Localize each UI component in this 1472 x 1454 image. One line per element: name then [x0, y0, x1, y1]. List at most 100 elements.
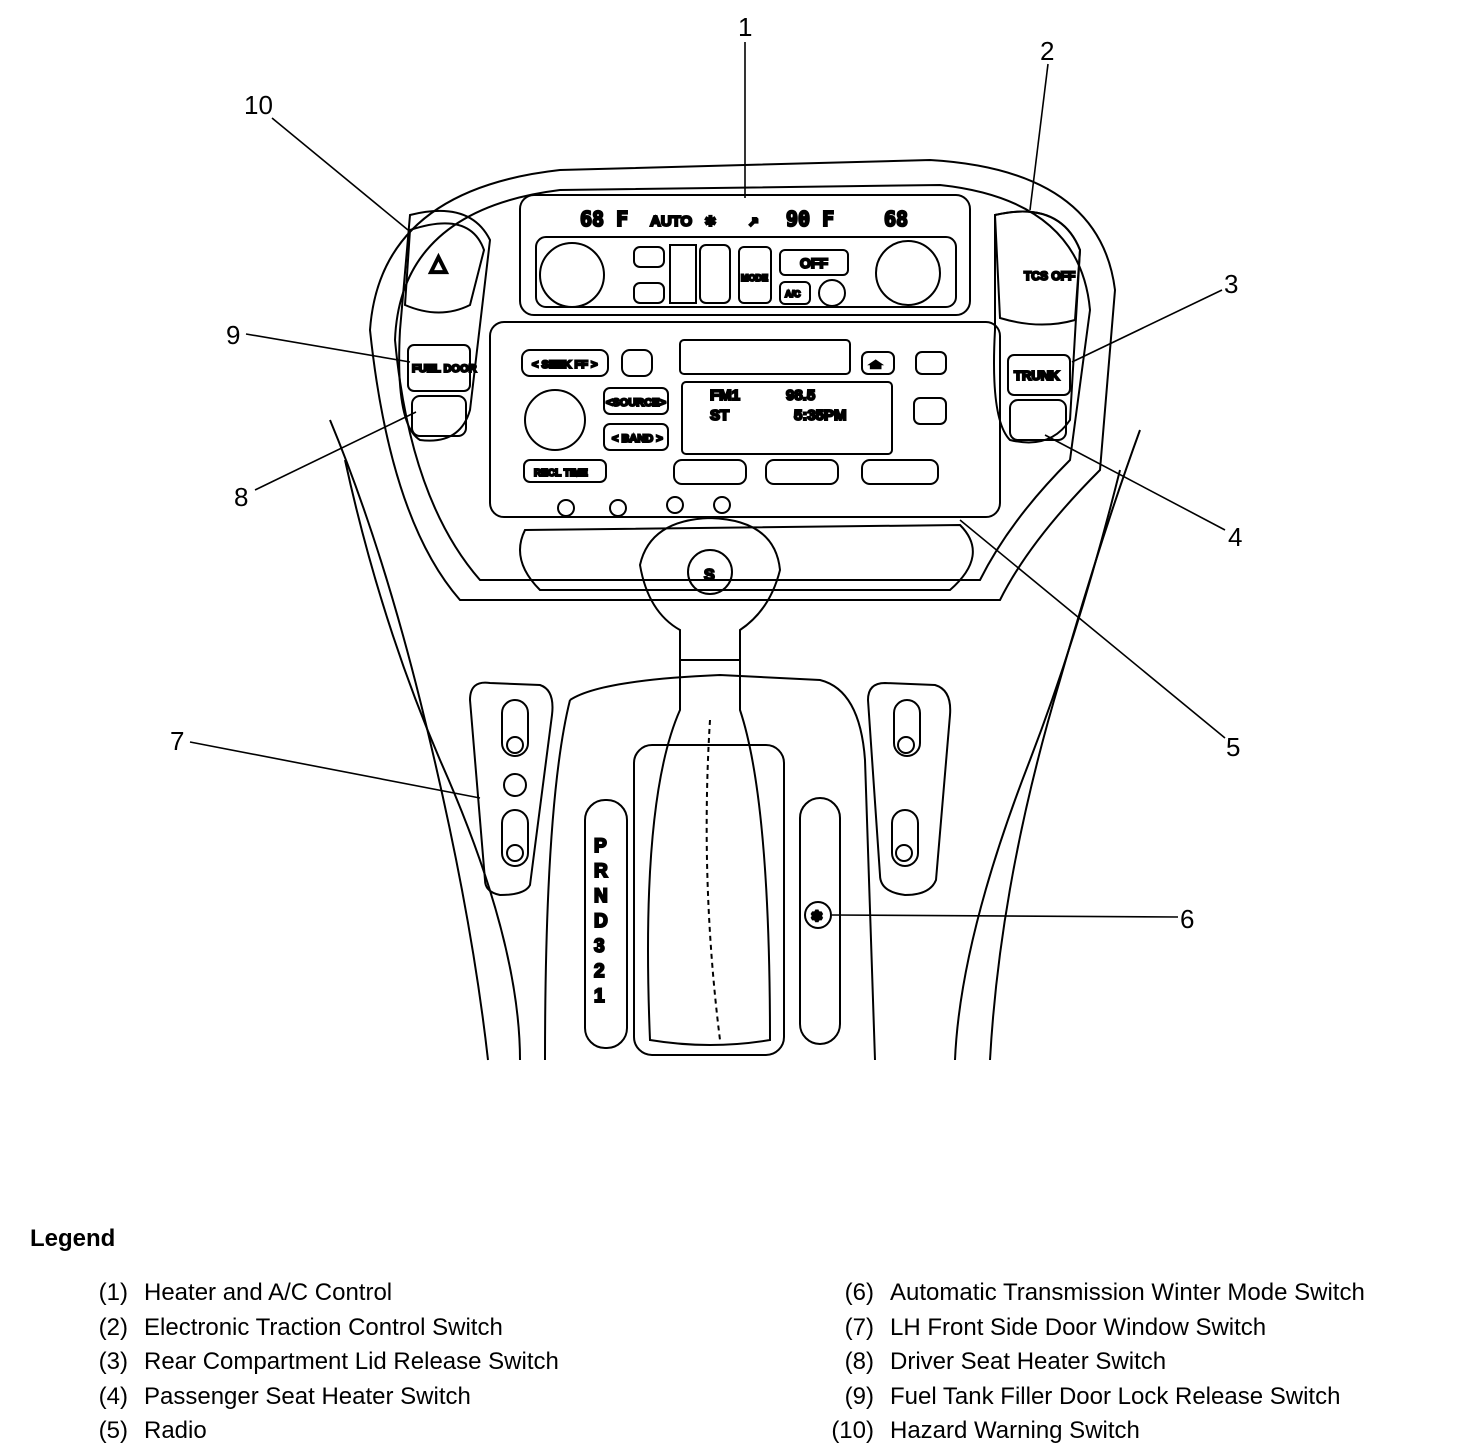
- rh-window-switch-rear-screw: [895, 844, 913, 862]
- trunk-switch[interactable]: [1007, 354, 1071, 396]
- radio-knob-4[interactable]: [713, 496, 731, 514]
- band-label: < BAND >: [612, 433, 663, 445]
- shifter-boot: [647, 660, 772, 1046]
- legend-text: Electronic Traction Control Switch: [144, 1313, 503, 1341]
- display-frequency: 98.5: [786, 387, 815, 404]
- mode-button[interactable]: [738, 246, 772, 304]
- seek-label: < SEEK FF >: [532, 359, 597, 371]
- legend-number: (8): [844, 1348, 874, 1375]
- fan-speed-button[interactable]: [699, 244, 731, 304]
- lh-window-switch-rear[interactable]: [501, 809, 529, 867]
- eject-button[interactable]: [861, 351, 895, 375]
- preset-3-4-button[interactable]: [765, 459, 839, 485]
- legend-item: (2)Electronic Traction Control Switch: [92, 1311, 559, 1346]
- passenger-seat-heater-switch[interactable]: [1009, 399, 1067, 441]
- callout-4: 4: [1228, 522, 1242, 552]
- eject-icon: ⏏: [870, 357, 882, 371]
- defrost-rear-button[interactable]: [633, 282, 665, 304]
- legend-title: Legend: [30, 1225, 116, 1252]
- lh-window-switch-front[interactable]: [501, 699, 529, 757]
- console-diagram: 68 F AUTO ✱ ↗ 90 F 68 MODE OFF A/C < SEE…: [170, 12, 1242, 1061]
- volume-knob[interactable]: [524, 389, 586, 451]
- callout-6: 6: [1180, 904, 1194, 934]
- left-temp-knob[interactable]: [539, 242, 605, 308]
- preset-1-2-button[interactable]: [673, 459, 747, 485]
- gear-d: D: [594, 911, 608, 932]
- console-lower-right: [989, 429, 1141, 1061]
- off-button[interactable]: [779, 249, 849, 276]
- legend-item: (6)Automatic Transmission Winter Mode Sw…: [818, 1276, 1365, 1311]
- legend-text: Heater and A/C Control: [144, 1279, 393, 1306]
- window-lockout-button[interactable]: [503, 773, 527, 797]
- radio-knob-2[interactable]: [609, 499, 627, 517]
- winter-mode-switch[interactable]: [804, 901, 832, 929]
- shifter-gate-well: [633, 744, 785, 1056]
- tcs-switch[interactable]: [993, 210, 1082, 326]
- tcs-label: TCS OFF: [1024, 269, 1075, 283]
- recirc-button[interactable]: [818, 279, 846, 307]
- console-side-right: [954, 469, 1121, 1061]
- outside-temp-readout: 68: [884, 207, 908, 231]
- rh-window-switch-rear[interactable]: [891, 809, 919, 867]
- storage-tray: [519, 523, 974, 591]
- prndl-letters: P R N D 3 2 1: [593, 835, 609, 1008]
- gear-1: 1: [594, 986, 605, 1007]
- console-inner-outline: [393, 183, 1092, 581]
- shifter-button-label: S: [704, 567, 715, 584]
- band-button[interactable]: [603, 423, 669, 451]
- console-side-left: [344, 459, 521, 1061]
- preset-5-6-button[interactable]: [861, 459, 939, 485]
- legend-item: (5)Radio: [92, 1414, 559, 1449]
- radio-knob-1[interactable]: [557, 499, 575, 517]
- callout-2: 2: [1040, 36, 1054, 66]
- legend-left-column: (1) Heater and A/C Control (2)Electronic …: [92, 1276, 559, 1449]
- defrost-front-button[interactable]: [633, 246, 665, 268]
- display-time: 5:35PM: [794, 407, 847, 424]
- rh-window-switch-front[interactable]: [893, 699, 921, 757]
- snowflake-icon: ❄: [811, 908, 823, 924]
- callout-1: 1: [738, 12, 752, 42]
- scan-button[interactable]: [621, 349, 653, 377]
- driver-seat-heater-switch[interactable]: [411, 395, 467, 437]
- recall-time-label: RECL TIME: [534, 468, 588, 479]
- trunk-label: TRUNK: [1014, 368, 1060, 383]
- legend-item: (4)Passenger Seat Heater Switch: [92, 1380, 559, 1415]
- shifter-boot-stitch: [705, 719, 721, 1041]
- fuel-door-switch[interactable]: [407, 344, 471, 392]
- hazard-switch[interactable]: [403, 222, 486, 314]
- airflow-icon: ↗: [748, 210, 759, 231]
- mode-label: MODE: [741, 273, 768, 283]
- legend-number: (1): [98, 1279, 128, 1306]
- console-lower-left: [329, 419, 489, 1061]
- rew-button[interactable]: [915, 351, 947, 375]
- recall-time-button[interactable]: [523, 459, 607, 483]
- seek-button[interactable]: [521, 349, 609, 377]
- callout-9: 9: [226, 320, 240, 350]
- legend-text: Rear Compartment Lid Release Switch: [144, 1348, 559, 1375]
- legend-item: (3) Rear Compartment Lid Release Switch: [92, 1345, 559, 1380]
- left-temp-readout: 68 F: [580, 207, 628, 231]
- fuel-door-label: FUEL DOOR: [412, 363, 477, 375]
- legend-item: (7)LH Front Side Door Window Switch: [818, 1311, 1365, 1346]
- right-temp-knob[interactable]: [875, 240, 941, 306]
- legend-number: (5): [98, 1417, 128, 1444]
- legend-text: Driver Seat Heater Switch: [890, 1348, 1167, 1375]
- callout-numbers: 1 2 3 4 5 6 7 8 9 10: [170, 12, 1242, 934]
- shifter-knob[interactable]: [638, 516, 782, 661]
- legend-number: (3): [98, 1348, 128, 1375]
- climate-bottom-panel: [535, 236, 957, 308]
- display-band: FM1: [710, 387, 740, 404]
- shifter-button[interactable]: [687, 549, 733, 595]
- radio-display: [681, 381, 893, 455]
- gear-n: N: [594, 886, 608, 907]
- tone-button[interactable]: [913, 397, 947, 425]
- callout-3: 3: [1224, 269, 1238, 299]
- radio-knob-3[interactable]: [666, 496, 684, 514]
- source-button[interactable]: [603, 387, 669, 415]
- callout-7: 7: [170, 726, 184, 756]
- lh-window-switch-front-screw: [506, 736, 524, 754]
- ac-button[interactable]: [779, 281, 811, 305]
- legend-text: Fuel Tank Filler Door Lock Release Switc…: [890, 1382, 1341, 1410]
- ac-label: A/C: [785, 289, 801, 299]
- winter-mode-slot: [799, 797, 841, 1045]
